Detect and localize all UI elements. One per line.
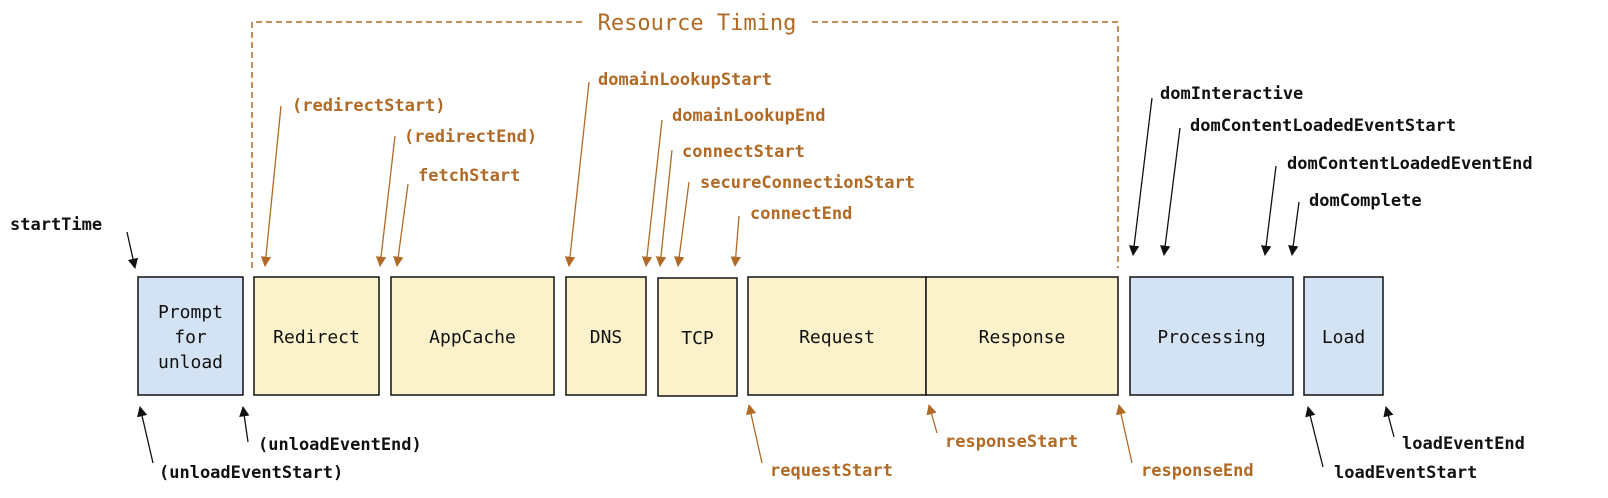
- phase-label-dns: DNS: [590, 327, 623, 348]
- top-brown-arrows: [260, 81, 741, 268]
- event-load-event-end: loadEventEnd: [1402, 434, 1525, 454]
- arrow-redirect-end: [375, 135, 396, 268]
- event-dom-content-loaded-event-end: domContentLoadedEventEnd: [1287, 154, 1533, 174]
- arrow-response-end: [1115, 403, 1133, 464]
- event-response-start: responseStart: [945, 432, 1078, 452]
- arrow-redirect-start: [260, 105, 282, 268]
- arrow-unload-event-start: [137, 405, 154, 464]
- event-domain-lookup-start: domainLookupStart: [598, 70, 772, 90]
- event-connect-start: connectStart: [682, 142, 805, 162]
- arrow-dom-interactive: [1128, 97, 1153, 257]
- phase-dns: [565, 276, 647, 396]
- arrow-connect-end: [730, 215, 741, 268]
- arrow-secure-connection-start: [674, 181, 690, 268]
- phase-label-appcache: AppCache: [429, 327, 516, 348]
- black-event-labels: startTime (unloadEventStart) (unloadEven…: [10, 84, 1533, 483]
- event-dom-interactive: domInteractive: [1160, 84, 1303, 104]
- phase-label-redirect: Redirect: [273, 327, 360, 348]
- resource-timing-bracket: Resource Timing: [251, 11, 1119, 268]
- phase-request: [747, 276, 927, 396]
- top-black-arrows: [126, 97, 1300, 270]
- phase-processing: [1129, 276, 1294, 396]
- event-domain-lookup-end: domainLookupEnd: [672, 106, 826, 126]
- event-redirect-start: (redirectStart): [292, 96, 446, 116]
- arrow-request-start: [745, 403, 763, 464]
- arrow-domain-lookup-end: [641, 119, 663, 268]
- event-start-time: startTime: [10, 215, 102, 235]
- phase-redirect: [253, 276, 380, 396]
- bottom-brown-arrows: [745, 403, 1133, 464]
- phase-appcache: [390, 276, 555, 396]
- arrow-unload-event-end: [239, 405, 250, 443]
- resource-timing-title: Resource Timing: [598, 11, 797, 36]
- phase-label-prompt-line1: Prompt: [158, 302, 223, 323]
- phase-label-processing: Processing: [1157, 327, 1265, 348]
- event-redirect-end: (redirectEnd): [404, 127, 537, 147]
- resource-timing-bracket-right: [812, 21, 1119, 268]
- phase-boxes: Prompt for unload Redirect AppCache DNS …: [137, 276, 1384, 397]
- arrow-start-time: [126, 231, 139, 270]
- phase-label-prompt-line3: unload: [158, 352, 223, 373]
- event-unload-event-end: (unloadEventEnd): [258, 435, 422, 455]
- arrow-domain-lookup-start: [564, 81, 590, 268]
- phase-label-prompt-line2: for: [174, 327, 207, 348]
- event-secure-connection-start: secureConnectionStart: [700, 173, 915, 193]
- event-fetch-start: fetchStart: [418, 166, 520, 186]
- phase-label-response: Response: [979, 327, 1066, 348]
- phase-response: [925, 276, 1119, 396]
- arrow-fetch-start: [393, 183, 409, 268]
- phase-load: [1303, 276, 1384, 396]
- phase-label-request: Request: [799, 327, 875, 348]
- arrow-connect-start: [655, 149, 673, 268]
- event-response-end: responseEnd: [1141, 461, 1254, 481]
- event-dom-complete: domComplete: [1309, 191, 1422, 211]
- event-request-start: requestStart: [770, 461, 893, 481]
- arrow-dom-content-loaded-event-end: [1260, 165, 1277, 257]
- event-unload-event-start: (unloadEventStart): [159, 463, 343, 483]
- event-connect-end: connectEnd: [750, 204, 852, 224]
- phase-label-load: Load: [1322, 327, 1365, 348]
- event-dom-content-loaded-event-start: domContentLoadedEventStart: [1190, 116, 1456, 136]
- resource-timing-bracket-left: [251, 21, 582, 268]
- phase-label-tcp: TCP: [681, 328, 714, 349]
- brown-event-labels: (redirectStart) (redirectEnd) fetchStart…: [292, 70, 1254, 481]
- arrow-response-start: [926, 404, 938, 434]
- arrow-load-event-end: [1383, 405, 1395, 438]
- phase-tcp: [657, 277, 738, 397]
- arrow-dom-complete: [1288, 201, 1300, 257]
- arrow-load-event-start: [1305, 405, 1324, 468]
- bottom-black-arrows: [137, 405, 1395, 468]
- arrow-dom-content-loaded-event-start: [1160, 127, 1181, 257]
- event-load-event-start: loadEventStart: [1334, 463, 1477, 483]
- phase-prompt-for-unload: [137, 276, 244, 396]
